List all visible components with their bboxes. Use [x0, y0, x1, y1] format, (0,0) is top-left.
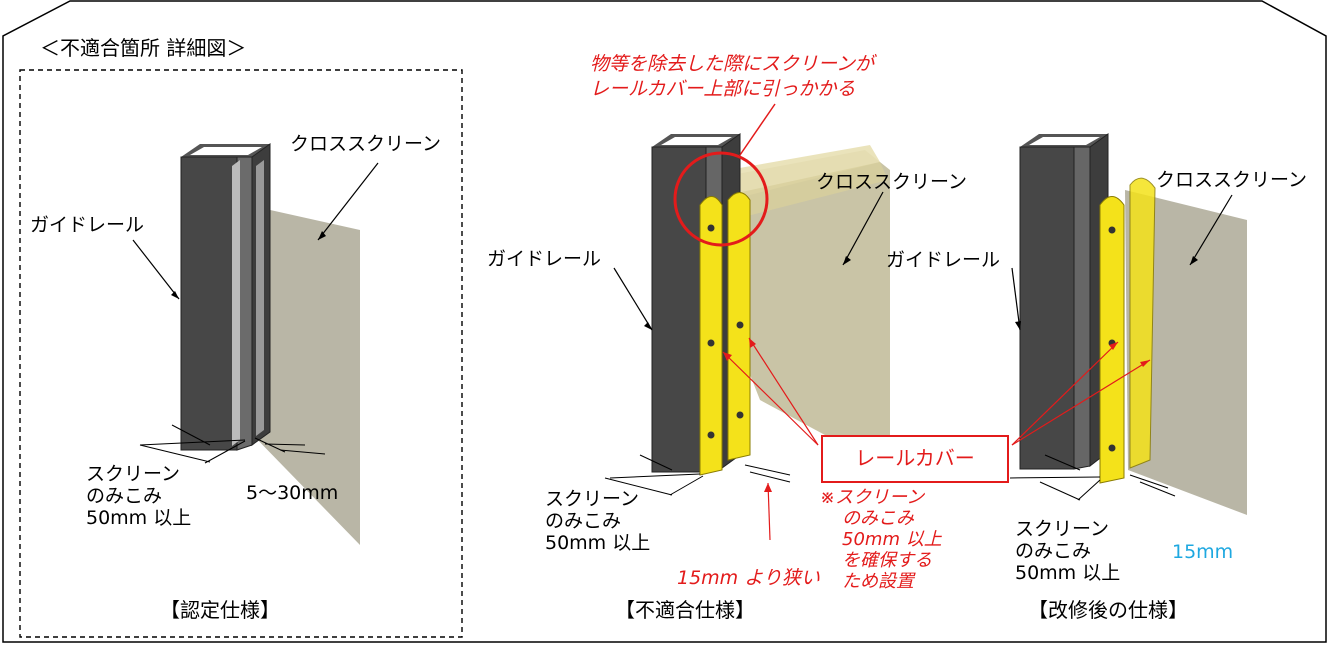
cross-screen-label: クロススクリーン [816, 171, 968, 193]
nonconforming-caption: 【不適合仕様】 [615, 598, 755, 622]
embed-depth-label: スクリーン のみこみ 50mm 以上 [545, 488, 651, 554]
rail-cover-left [699, 196, 723, 476]
nonconforming-drawing [604, 103, 890, 541]
problem-area-circle [673, 151, 769, 247]
certified-dashed-box [19, 69, 463, 638]
rail-cover-label: レールカバー [855, 446, 975, 470]
gap-label: 5〜30mm [246, 482, 339, 504]
guide-rail-label: ガイドレール [487, 248, 602, 270]
page-title: ＜不適合箇所 詳細図＞ [40, 36, 247, 60]
rail-cover-note: ※スクリーン のみこみ 50mm 以上 を確保する ため設置 [820, 487, 942, 592]
guide-rail [180, 156, 238, 451]
guide-rail-label: ガイドレール [886, 249, 1001, 271]
embed-depth-label: スクリーン のみこみ 50mm 以上 [1015, 518, 1121, 584]
guide-rail-label: ガイドレール [30, 214, 145, 236]
modified-drawing [1009, 133, 1247, 515]
cross-screen-label: クロススクリーン [290, 133, 442, 155]
modified-caption: 【改修後の仕様】 [1028, 598, 1188, 622]
certified-caption: 【認定仕様】 [160, 598, 280, 622]
certified-drawing [132, 143, 379, 545]
problem-note: 物等を除去した際にスクリーンが レールカバー上部に引っかかる [590, 53, 875, 100]
gap-label: 15mm より狭い [677, 567, 820, 589]
cross-screen-label: クロススクリーン [1156, 169, 1308, 191]
cross-screen-sheet [248, 205, 360, 545]
rail-cover-box [821, 435, 1009, 483]
embed-depth-label: スクリーン のみこみ 50mm 以上 [86, 463, 192, 529]
gap-label: 15mm [1172, 541, 1234, 563]
